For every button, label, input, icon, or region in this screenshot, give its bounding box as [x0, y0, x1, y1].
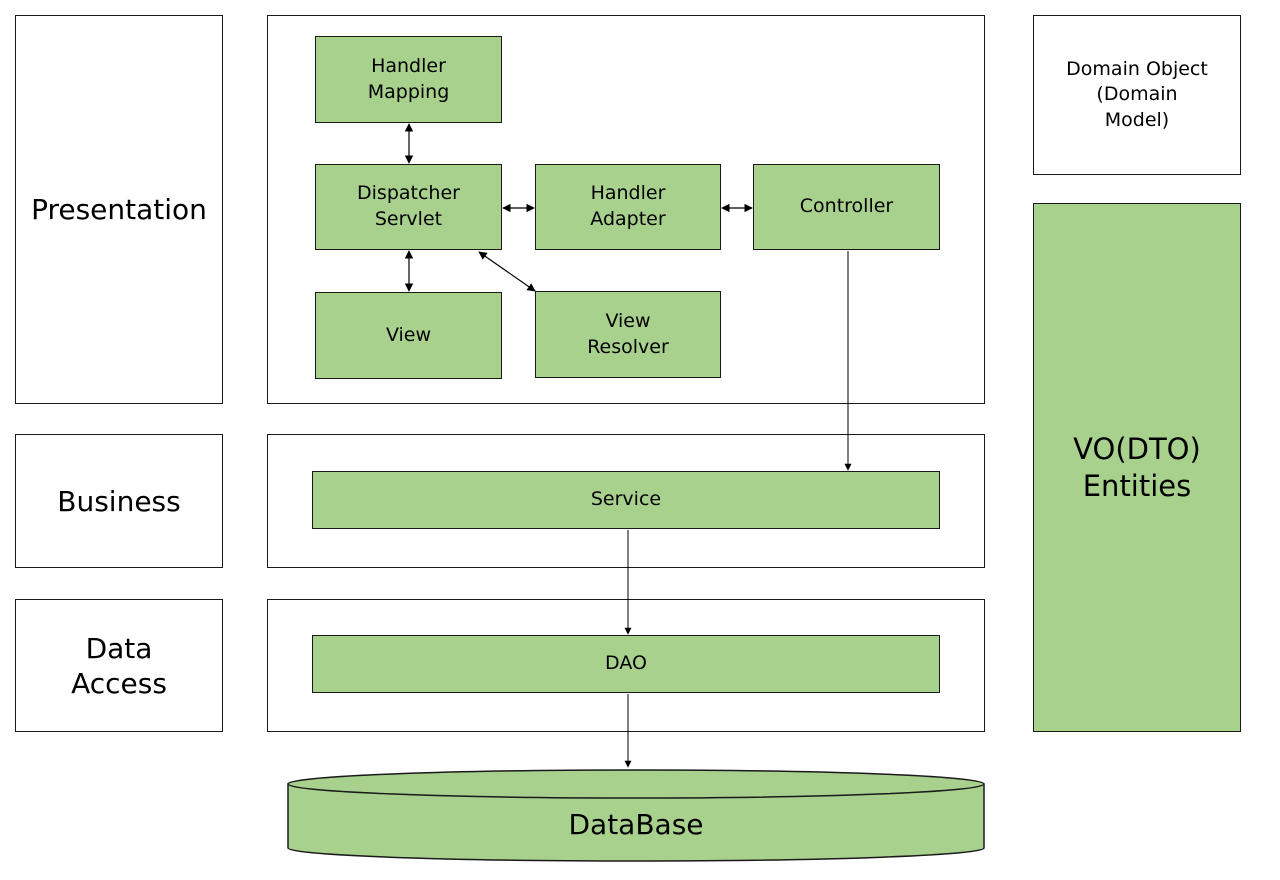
service-box: Service [312, 471, 940, 529]
layer-business-label: Business [57, 484, 181, 518]
view-resolver-label: View Resolver [587, 309, 669, 358]
dao-label: DAO [605, 652, 647, 675]
handler-mapping-label: Handler Mapping [367, 54, 450, 103]
dispatcher-servlet-label: Dispatcher Servlet [357, 182, 460, 230]
vo-dto-box: VO(DTO) Entities [1033, 203, 1241, 732]
controller-box: Controller [753, 164, 940, 250]
database-cylinder: DataBase [287, 769, 985, 862]
database-label: DataBase [568, 808, 703, 841]
domain-object-label: Domain Object (Domain Model) [1066, 57, 1208, 131]
handler-adapter-box: Handler Adapter [535, 164, 721, 250]
handler-adapter-label: Handler Adapter [590, 182, 666, 230]
service-label: Service [590, 488, 662, 511]
dao-box: DAO [312, 635, 940, 693]
layer-data-access-label: Data Access [71, 631, 167, 700]
view-label: View [385, 323, 432, 346]
layer-business: Business [15, 434, 223, 568]
handler-mapping-box: Handler Mapping [315, 36, 502, 123]
domain-object-box: Domain Object (Domain Model) [1033, 15, 1241, 175]
vo-dto-label: VO(DTO) Entities [1073, 432, 1201, 503]
layer-presentation-label: Presentation [31, 193, 207, 226]
layer-data-access: Data Access [15, 599, 223, 732]
view-box: View [315, 292, 502, 379]
view-resolver-box: View Resolver [535, 291, 721, 378]
layer-presentation: Presentation [15, 15, 223, 404]
dispatcher-servlet-box: Dispatcher Servlet [315, 164, 502, 250]
controller-label: Controller [799, 195, 894, 218]
